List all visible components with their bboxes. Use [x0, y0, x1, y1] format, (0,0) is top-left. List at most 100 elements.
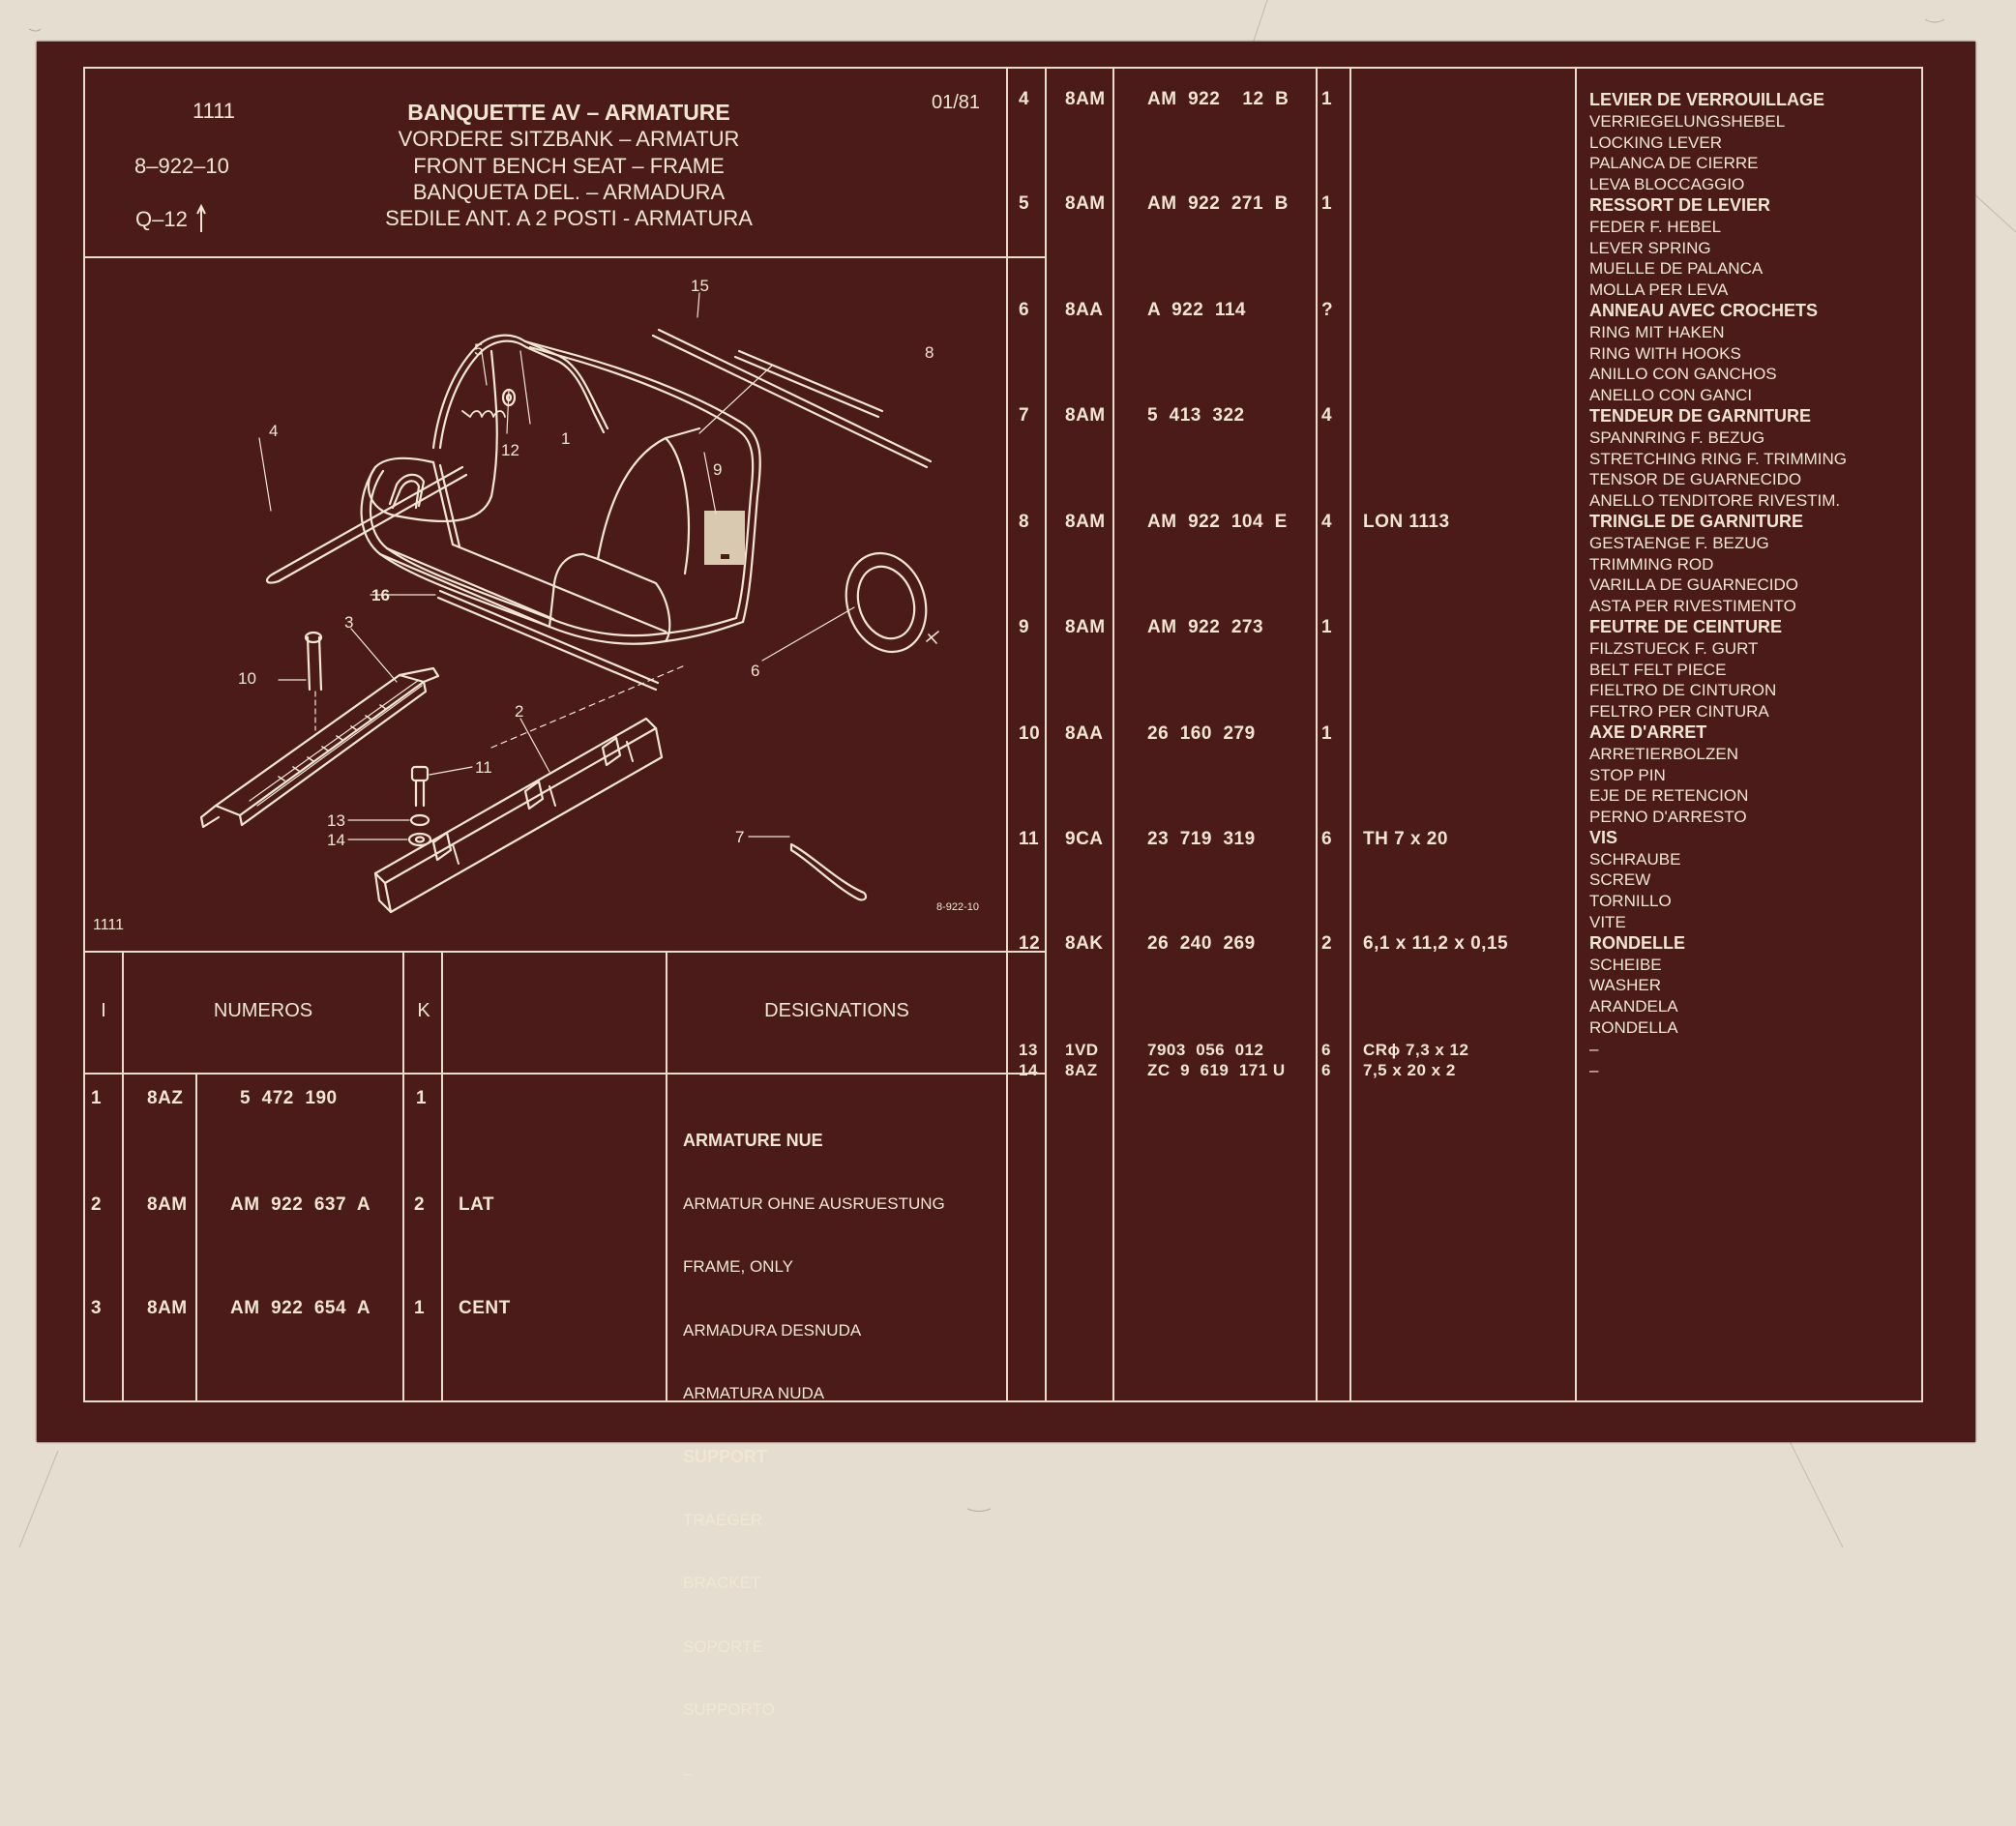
row-number: 26 160 279 — [1147, 723, 1256, 744]
desc-line: SUPPORTO — [683, 1700, 775, 1720]
title-es: BANQUETA DEL. – ARMADURA — [412, 180, 726, 204]
desc-line: – — [1589, 1060, 1599, 1079]
desc-line: MOLLA PER LEVA — [1589, 280, 1729, 300]
callout-15: 15 — [691, 277, 709, 295]
col-header-designations: DESIGNATIONS — [764, 1000, 909, 1021]
desc-heading: LEVIER DE VERROUILLAGE — [1589, 90, 1825, 109]
header-date: 01/81 — [932, 92, 981, 113]
row-number: AM 922 104 E — [1147, 512, 1288, 532]
designations-right: LEVIER DE VERROUILLAGE VERRIEGELUNGSHEBEL… — [1589, 90, 1847, 1080]
row-number: 5 472 190 — [240, 1088, 338, 1108]
row-note: 6,1 x 11,2 x 0,15 — [1363, 933, 1509, 954]
desc-line: FELTRO PER CINTURA — [1589, 702, 1769, 722]
header-code-top: 1111 — [193, 99, 236, 123]
desc-heading: ANNEAU AVEC CROCHETS — [1589, 300, 1819, 320]
row-code: 9CA — [1065, 829, 1104, 849]
divider — [83, 1073, 1046, 1075]
divider — [441, 951, 443, 1402]
desc-line: SOPORTE — [683, 1636, 763, 1656]
row-code: 8AA — [1065, 723, 1104, 744]
desc-line: TORNILLO — [1589, 892, 1672, 911]
row-note: LAT — [459, 1194, 495, 1215]
desc-line: SCREW — [1589, 870, 1651, 890]
row-number: AM 922 273 — [1147, 617, 1264, 637]
desc-line: ARMATURA NUDA — [683, 1384, 825, 1403]
desc-line: ARMADURA DESNUDA — [683, 1320, 862, 1340]
desc-line: STRETCHING RING F. TRIMMING — [1589, 449, 1848, 468]
row-i: 9 — [1019, 617, 1030, 637]
row-number: 23 719 319 — [1147, 829, 1256, 849]
callout-1: 1 — [561, 429, 570, 448]
callout-7: 7 — [735, 828, 744, 846]
desc-heading: VIS — [1589, 827, 1618, 847]
desc-heading: RESSORT DE LEVIER — [1589, 194, 1771, 215]
row-note: CENT — [459, 1298, 511, 1318]
desc-line: SCHRAUBE — [1589, 849, 1681, 869]
row-i: 7 — [1019, 405, 1030, 426]
desc-heading: AXE D'ARRET — [1589, 722, 1707, 742]
row-note: CRϕ 7,3 x 12 — [1363, 1041, 1469, 1059]
row-number: 7903 056 012 — [1147, 1041, 1264, 1059]
row-note: 7,5 x 20 x 2 — [1363, 1061, 1456, 1079]
desc-line: FIELTRO DE CINTURON — [1589, 681, 1777, 700]
desc-line: TENSOR DE GUARNECIDO — [1589, 470, 1802, 489]
desc-line: VITE — [1589, 913, 1626, 932]
desc-line: BRACKET — [683, 1574, 761, 1593]
title-de: VORDERE SITZBANK – ARMATUR — [398, 127, 740, 151]
desc-line: ANELLO TENDITORE RIVESTIM. — [1589, 491, 1841, 511]
desc-line: ARRETIERBOLZEN — [1589, 744, 1738, 763]
background-texture — [18, 0, 2016, 1547]
row-number: AM 922 12 B — [1147, 89, 1290, 109]
row-i: 13 — [1019, 1041, 1038, 1059]
row-number: AM 922 637 A — [230, 1194, 371, 1215]
desc-heading: TRINGLE DE GARNITURE — [1589, 511, 1804, 531]
row-i: 6 — [1019, 300, 1030, 320]
desc-line: EJE DE RETENCION — [1589, 786, 1749, 806]
desc-line: MUELLE DE PALANCA — [1589, 259, 1764, 279]
desc-line: PERNO D'ARRESTO — [1589, 808, 1747, 827]
divider — [1349, 67, 1351, 1402]
row-k: 2 — [1321, 933, 1333, 954]
desc-line: VERRIEGELUNGSHEBEL — [1589, 111, 1786, 131]
desc-heading: TENDEUR DE GARNITURE — [1589, 405, 1812, 426]
callout-3: 3 — [344, 613, 353, 632]
row-index: 2 — [91, 1194, 103, 1215]
row-k: 4 — [1321, 405, 1333, 426]
title-en: FRONT BENCH SEAT – FRAME — [413, 154, 725, 178]
desc-line: RING WITH HOOKS — [1589, 343, 1741, 363]
desc-line: ARANDELA — [1589, 997, 1678, 1016]
row-k: 6 — [1321, 1061, 1331, 1079]
desc-heading: ARMATURE NUE — [683, 1130, 823, 1150]
desc-line: FEDER F. HEBEL — [1589, 217, 1722, 236]
parts-sheet: 1111 8–922–10 Q–12 01/81 BANQUETTE AV – … — [37, 42, 1975, 1782]
row-k: 4 — [1321, 512, 1333, 532]
divider — [402, 951, 404, 1402]
row-number: ZC 9 619 171 U — [1147, 1061, 1286, 1079]
row-k: 1 — [1321, 723, 1333, 744]
desc-line: – — [1589, 1039, 1599, 1058]
callout-13: 13 — [327, 811, 345, 830]
col-header-i: I — [101, 1000, 106, 1021]
divider — [666, 951, 667, 1402]
row-k: 1 — [416, 1088, 428, 1108]
row-k: 6 — [1321, 829, 1333, 849]
row-code: 8AZ — [147, 1088, 184, 1108]
callout-11: 11 — [475, 758, 492, 777]
header-code-bottom: Q–12 — [135, 207, 188, 231]
divider — [195, 1075, 197, 1402]
desc-line: LEVA BLOCCAGGIO — [1589, 175, 1745, 194]
row-code: 8AM — [1065, 193, 1106, 214]
callout-16: 16 — [371, 586, 390, 604]
desc-heading: FEUTRE DE CEINTURE — [1589, 616, 1783, 636]
desc-line: RING MIT HAKEN — [1589, 322, 1725, 341]
row-note: TH 7 x 20 — [1363, 829, 1448, 849]
row-code: 8AK — [1065, 933, 1104, 954]
divider — [1316, 67, 1318, 1402]
row-i: 4 — [1019, 89, 1030, 109]
row-number: AM 922 654 A — [230, 1298, 371, 1318]
divider — [1045, 67, 1047, 1402]
row-code: 8AM — [1065, 512, 1106, 532]
diagram-label-left: 1111 — [93, 917, 125, 933]
row-i: 8 — [1019, 512, 1030, 532]
row-index: 1 — [91, 1088, 103, 1108]
